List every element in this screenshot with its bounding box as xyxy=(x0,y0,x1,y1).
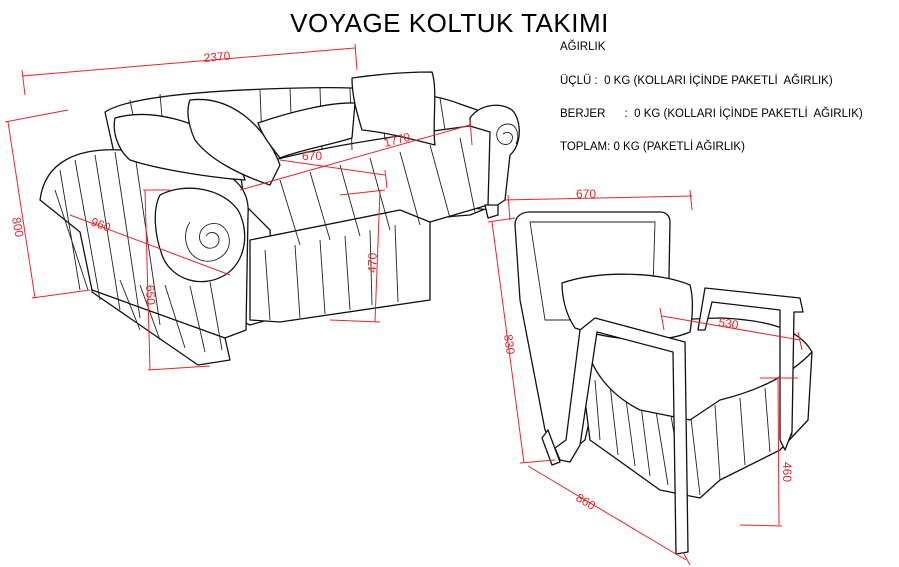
sofa-right-foot xyxy=(484,204,499,219)
left-arm-spiral xyxy=(185,221,230,262)
chair-rear-leg xyxy=(541,429,561,466)
dim-sofa-cushion-depth: 670 xyxy=(302,149,322,163)
dim-chair-depth: 860 xyxy=(573,491,598,513)
left-arm-stripes xyxy=(54,151,161,326)
cushion-4 xyxy=(351,71,436,146)
dim-sofa-depth: 800 xyxy=(9,216,26,238)
dim-chair-height: 830 xyxy=(501,333,518,355)
chair-right-arm xyxy=(697,287,804,451)
cushion-2 xyxy=(187,98,281,186)
front-stripes xyxy=(264,224,399,321)
dim-sofa-seat-depth: 960 xyxy=(89,215,113,235)
dim-chair-width: 670 xyxy=(576,187,596,201)
dim-sofa-arm-height: 650 xyxy=(143,285,158,306)
sofa-front-panel xyxy=(249,209,431,323)
cushion-3 xyxy=(257,102,356,159)
dim-sofa-seat-width: 1770 xyxy=(382,130,412,150)
right-arm-spiral xyxy=(496,123,519,145)
weight-armchair: BERJER : 0 KG (KOLLARI İÇİNDE PAKETLİ AĞ… xyxy=(560,108,863,120)
dim-sofa-width: 2370 xyxy=(203,49,231,65)
armchair-drawing xyxy=(514,211,813,555)
dim-chair-seat-height: 460 xyxy=(780,462,794,482)
weight-triple-seat: ÜÇLÜ : 0 KG (KOLLARI İÇİNDE PAKETLİ AĞIR… xyxy=(560,75,833,87)
dim-sofa-seat-height: 470 xyxy=(365,252,380,273)
weight-total: TOPLAM: 0 KG (PAKETLİ AĞIRLIK) xyxy=(560,141,745,153)
sofa-dimensions: 2370 800 960 1770 670 470 650 xyxy=(4,43,473,371)
dim-chair-seat-depth: 530 xyxy=(718,315,740,332)
cushion-1 xyxy=(113,113,246,181)
left-arm-lower-stripes xyxy=(119,279,223,353)
armchair-dimensions: 670 830 860 530 460 xyxy=(487,187,803,566)
sofa-drawing xyxy=(39,71,520,366)
weight-heading: AĞIRLIK xyxy=(560,41,606,53)
chair-base-stripes xyxy=(594,374,793,496)
page-title: VOYAGE KOLTUK TAKIMI xyxy=(290,8,609,38)
chair-left-arm xyxy=(554,317,689,555)
